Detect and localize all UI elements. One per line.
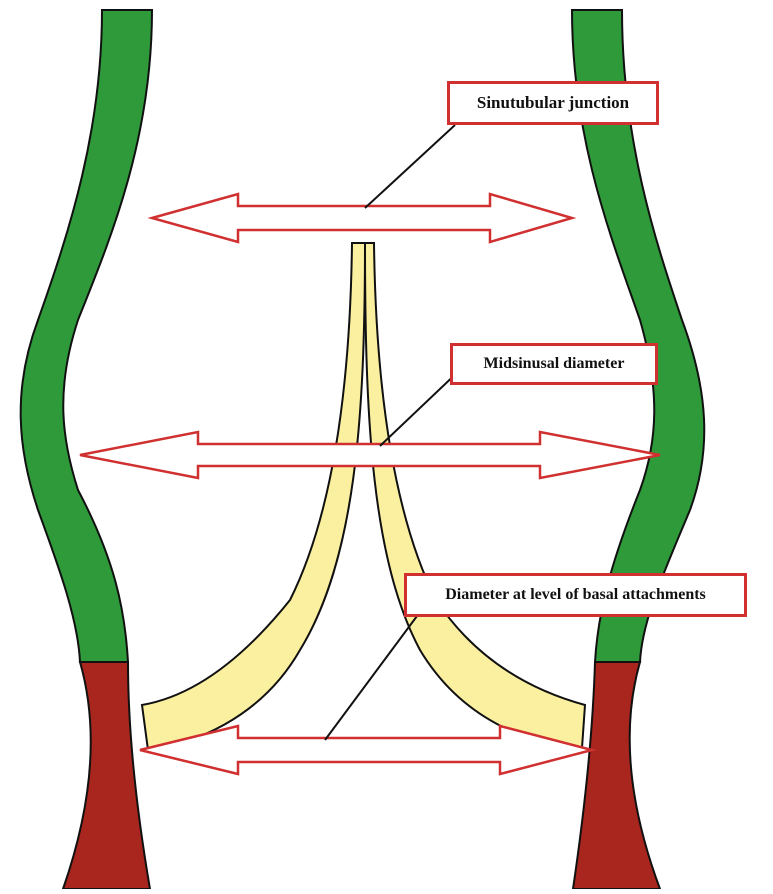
right-annulus xyxy=(573,662,660,889)
sinotubular-arrow xyxy=(152,194,572,242)
midsinusal-diameter-label: Midsinusal diameter xyxy=(450,343,658,385)
basal-leader xyxy=(325,612,420,740)
sinotubular-leader xyxy=(365,125,455,208)
sinotubular-junction-label: Sinutubular junction xyxy=(447,81,659,125)
basal-attachment-diameter-label: Diameter at level of basal attachments xyxy=(404,573,747,617)
left-leaflet xyxy=(142,243,365,750)
basal-arrow xyxy=(140,726,592,774)
left-aortic-wall xyxy=(21,10,152,662)
left-annulus xyxy=(63,662,150,889)
right-leaflet xyxy=(365,243,585,748)
